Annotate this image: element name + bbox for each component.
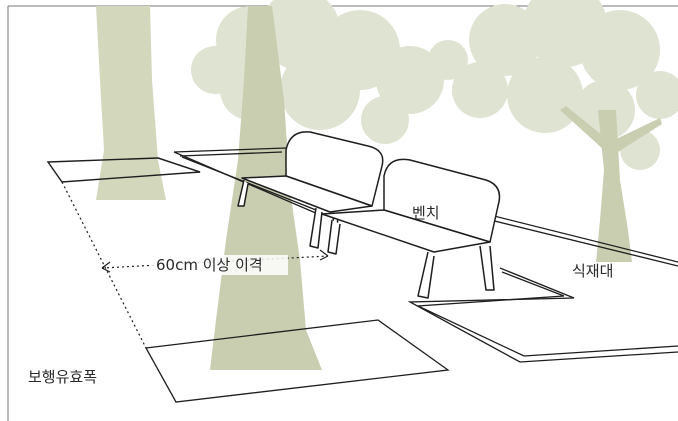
planting-zone-label: 식재대	[572, 262, 613, 280]
tree-left	[96, 6, 166, 200]
arrowhead-left	[101, 261, 111, 273]
planting-strip-border	[173, 147, 678, 267]
walkway-dotted-edge	[61, 181, 147, 349]
background-trees	[96, 0, 678, 370]
clearance-label: 60cm 이상 이격	[156, 256, 263, 274]
arrowhead-right	[319, 249, 329, 261]
bench-back	[237, 131, 384, 249]
walkway-width-zone	[144, 319, 450, 403]
left-curb-edge	[157, 157, 201, 173]
tree-right	[428, 0, 678, 262]
bench-label: 벤치	[412, 204, 440, 222]
tree-center	[191, 0, 444, 370]
walkway-width-label: 보행유효폭	[28, 368, 97, 386]
planting-zone	[407, 267, 678, 363]
clearance-dimension	[101, 249, 329, 273]
clearance-label-bg	[152, 255, 288, 275]
bench-front	[321, 158, 501, 299]
